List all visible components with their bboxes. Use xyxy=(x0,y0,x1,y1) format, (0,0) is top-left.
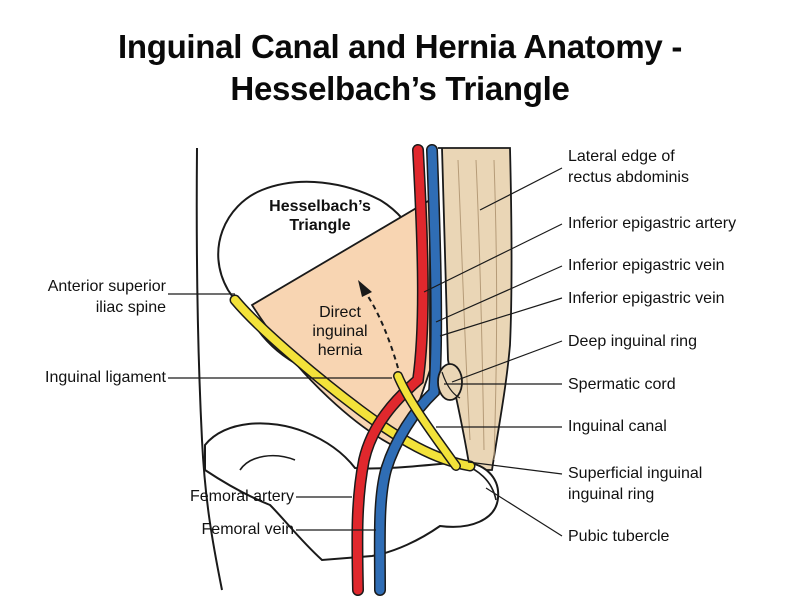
label-inferior-epigastric-artery: Inferior epigastric artery xyxy=(568,215,737,232)
hernia-arrow xyxy=(364,291,399,369)
deep-inguinal-ring xyxy=(437,363,463,401)
hernia-label: Direct inguinal hernia xyxy=(290,303,390,360)
rectus-line-2: rectus abdominis xyxy=(568,169,689,186)
hernia-arrow-head xyxy=(358,280,372,297)
label-pubic-tubercle: Pubic tubercle xyxy=(568,528,670,545)
pubic-bone xyxy=(204,422,500,562)
label-inferior-epigastric-vein-2: Inferior epigastric vein xyxy=(568,290,725,307)
label-inferior-epigastric-vein-1: Inferior epigastric vein xyxy=(568,257,725,274)
femoral-artery-fill xyxy=(352,145,428,595)
label-spermatic-cord: Spermatic cord xyxy=(568,376,676,393)
label-femoral-artery: Femoral artery xyxy=(189,488,294,505)
inguinal-ligament-fill xyxy=(231,296,474,470)
rectus-line-1: Lateral edge of xyxy=(568,148,675,165)
rectus-abdominis-muscle xyxy=(438,147,513,471)
hernia-label-line-1: Direct xyxy=(319,304,361,321)
leader-lines xyxy=(168,167,563,537)
label-deep-inguinal-ring: Deep inguinal ring xyxy=(568,333,697,350)
label-anterior-superior-iliac-spine: Anterior superior iliac spine xyxy=(10,276,166,318)
pelvic-ring xyxy=(239,454,296,471)
spermatic-cord-fill xyxy=(394,372,460,470)
label-inguinal-canal: Inguinal canal xyxy=(568,418,667,435)
triangle-label-line-1: Hesselbach’s xyxy=(269,198,371,215)
superficial-line-1: Superficial inguinal xyxy=(568,465,703,482)
label-superficial-inguinal-ring: Superficial inguinal inguinal ring xyxy=(568,463,796,505)
hernia-label-line-2: inguinal xyxy=(312,323,368,340)
superficial-line-2: inguinal ring xyxy=(568,486,655,503)
body-contour xyxy=(195,147,223,591)
label-femoral-vein: Femoral vein xyxy=(201,521,294,538)
hernia-label-line-3: hernia xyxy=(317,342,363,359)
triangle-label-line-2: Triangle xyxy=(289,217,351,234)
asis-line-1: Anterior superior xyxy=(47,278,166,295)
label-inguinal-ligament: Inguinal ligament xyxy=(45,369,166,386)
diagram-title-line-1: Inguinal Canal and Hernia Anatomy - xyxy=(117,28,683,65)
triangle-label: Hesselbach’s Triangle xyxy=(250,197,390,235)
label-lateral-edge-rectus-abdominis: Lateral edge of rectus abdominis xyxy=(568,146,796,188)
asis-line-2: iliac spine xyxy=(95,299,166,316)
diagram-title-line-2: Hesselbach’s Triangle xyxy=(230,70,570,107)
deep-ring-detail xyxy=(441,371,461,399)
